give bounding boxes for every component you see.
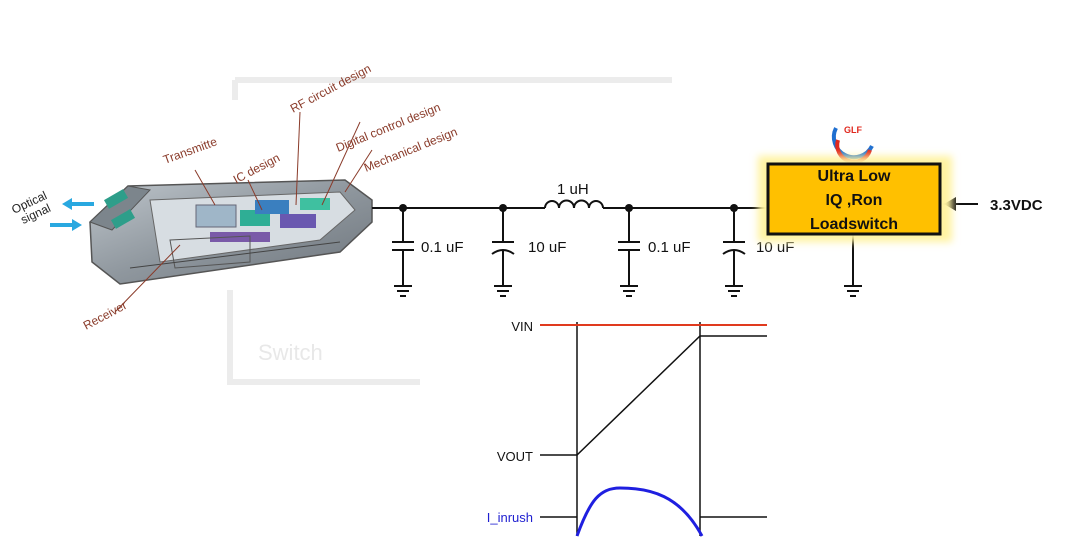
loadswitch-ground	[844, 234, 862, 297]
loadswitch-line-3: Loadswitch	[810, 216, 898, 233]
loadswitch-block: Ultra Low IQ ,Ron Loadswitch	[758, 156, 952, 242]
transceiver-module	[89, 179, 373, 285]
loadswitch-line-1: Ultra Low	[818, 168, 891, 185]
vin-label: VIN	[511, 319, 533, 334]
inrush-trace	[575, 486, 704, 537]
glf-logo-text: GLF	[844, 125, 862, 135]
capacitor-3: 0.1 uF	[618, 204, 691, 297]
vout-label: VOUT	[497, 449, 533, 464]
receiver-annotation: Receiver	[81, 298, 129, 333]
capacitor-2: 10 uF	[491, 204, 566, 297]
capacitor-1-label: 0.1 uF	[421, 239, 464, 256]
inductor: 1 uH	[544, 181, 604, 209]
timing-diagram: VIN VOUT I_inrush	[487, 319, 767, 537]
capacitor-3-label: 0.1 uF	[648, 239, 691, 256]
inductor-label: 1 uH	[557, 181, 589, 198]
vout-trace	[540, 335, 767, 456]
capacitor-4: 10 uF	[722, 204, 794, 297]
capacitor-2-label: 10 uF	[528, 239, 566, 256]
optical-arrows	[50, 198, 94, 231]
capacitor-4-label: 10 uF	[756, 239, 794, 256]
annotation-leaders	[114, 111, 373, 313]
supply-voltage-label: 3.3VDC	[990, 197, 1043, 214]
watermark-text: Switch	[258, 340, 323, 365]
optical-signal-label: Optical signal	[9, 187, 57, 229]
inrush-label: I_inrush	[487, 510, 533, 525]
rf-annotation: RF circuit design	[288, 61, 373, 115]
loadswitch-line-2: IQ ,Ron	[826, 192, 883, 209]
capacitor-1: 0.1 uF	[392, 204, 464, 297]
watermark: Switch	[227, 77, 672, 385]
transmitter-annotation: Transmitte	[161, 134, 219, 166]
